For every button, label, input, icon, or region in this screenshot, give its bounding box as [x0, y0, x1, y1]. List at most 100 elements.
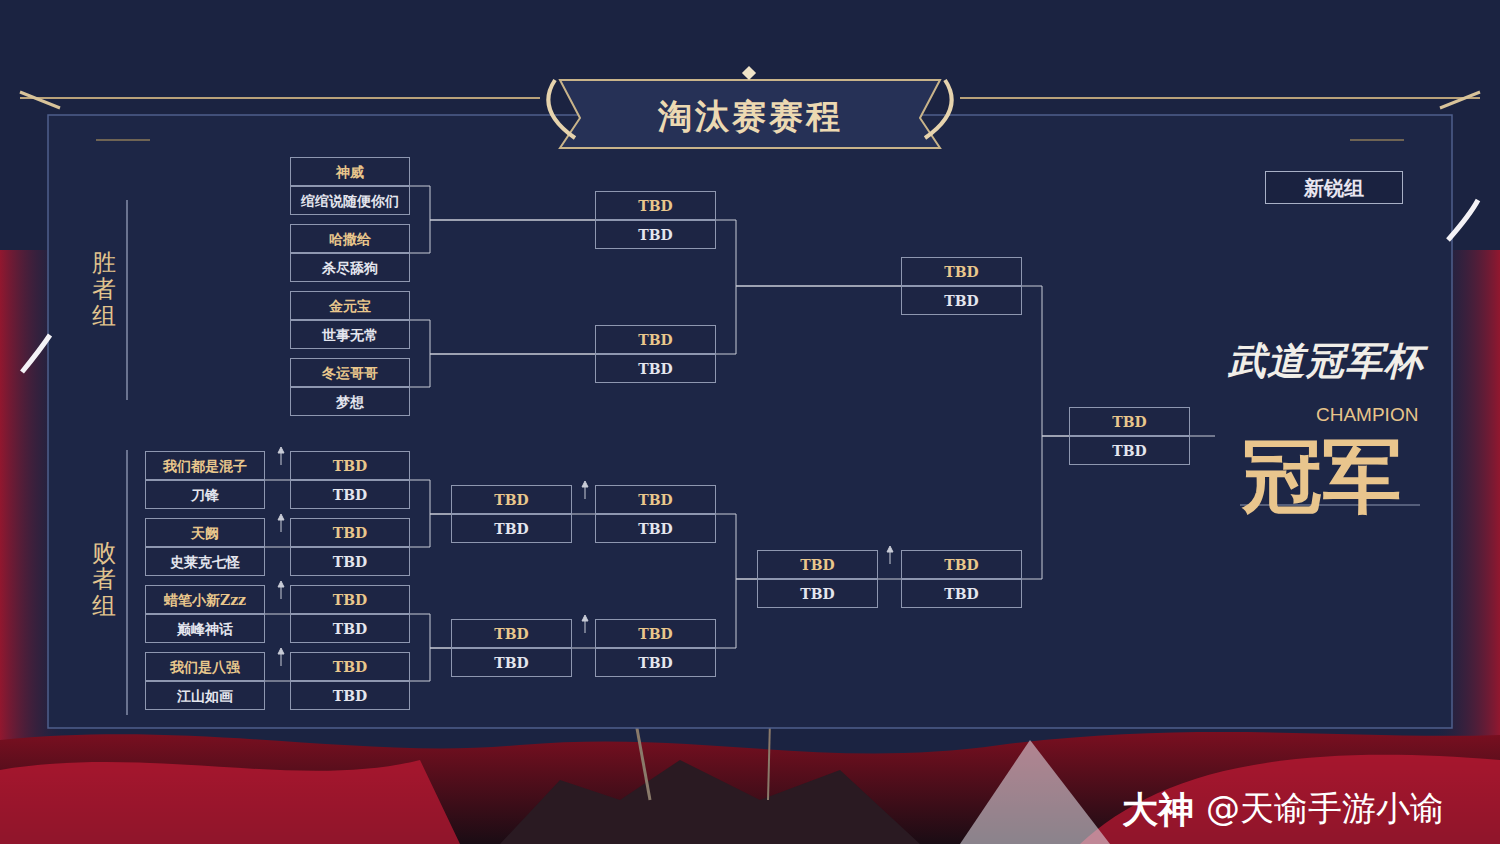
cell-text: 我们都是混子 [163, 459, 247, 473]
bracket-cell: 哈撒给 [290, 224, 410, 253]
bracket-line [572, 514, 595, 515]
bottom-band [0, 732, 1500, 844]
cell-text: TBD [494, 656, 528, 670]
cell-text: TBD [800, 558, 834, 572]
bracket-cell: TBD [595, 514, 716, 543]
title-banner [560, 80, 940, 148]
bracket-cell: 史莱克七怪 [145, 547, 265, 576]
cell-text: TBD [333, 593, 367, 607]
bracket-line [572, 648, 595, 649]
bracket-line [1022, 286, 1069, 436]
red-wave [0, 760, 460, 844]
cell-text: 史莱克七怪 [170, 555, 240, 569]
red-wave [1080, 755, 1500, 844]
cell-text: TBD [800, 587, 834, 601]
cell-text: TBD [638, 228, 672, 242]
bracket-cell: 天阙 [145, 518, 265, 547]
cell-text: 世事无常 [322, 328, 378, 342]
feather [1448, 200, 1478, 240]
bracket-line [1022, 436, 1069, 579]
bracket-cell: 江山如画 [145, 681, 265, 710]
cell-text: TBD [638, 627, 672, 641]
bracket-cell: TBD [901, 579, 1022, 608]
bracket-cell: 刀锋 [145, 480, 265, 509]
bracket-cell: TBD [290, 585, 410, 614]
cell-text: 哈撒给 [329, 232, 371, 246]
cell-text: TBD [944, 587, 978, 601]
cell-text: TBD [494, 522, 528, 536]
bracket-cell: TBD [1069, 407, 1190, 436]
cell-text: 杀尽舔狗 [322, 261, 378, 275]
group-bar [126, 450, 128, 715]
bracket-cell: TBD [595, 220, 716, 249]
bracket-cell: TBD [451, 485, 572, 514]
cell-text: 天阙 [191, 526, 219, 540]
cell-text: TBD [638, 199, 672, 213]
bracket-cell: 我们是八强 [145, 652, 265, 681]
cell-text: 金元宝 [329, 299, 371, 313]
sword [768, 720, 770, 800]
cell-text: TBD [333, 459, 367, 473]
bracket-line [410, 514, 451, 547]
bracket-line [265, 480, 290, 481]
bracket-line [878, 579, 901, 580]
bracket-cell: 世事无常 [290, 320, 410, 349]
bracket-line [265, 681, 290, 682]
bracket-cell: TBD [451, 619, 572, 648]
bracket-cell: 蜡笔小新Zzz [145, 585, 265, 614]
cell-text: TBD [638, 493, 672, 507]
cell-text: TBD [333, 660, 367, 674]
bracket-cell: TBD [901, 257, 1022, 286]
bracket-cell: TBD [595, 648, 716, 677]
cell-text: TBD [333, 488, 367, 502]
cell-text: TBD [944, 558, 978, 572]
bracket-line [410, 320, 595, 354]
rocks [500, 760, 920, 844]
bracket-cell: 绾绾说随便你们 [290, 186, 410, 215]
bracket-line [410, 186, 595, 220]
lead-line [1190, 436, 1215, 437]
cell-text: TBD [333, 555, 367, 569]
bracket-line [265, 614, 290, 615]
bracket-cell: 巅峰神话 [145, 614, 265, 643]
cell-text: TBD [1112, 444, 1146, 458]
bracket-cell: TBD [290, 480, 410, 509]
group-label: 胜者组 [92, 250, 116, 329]
group-tag: 新锐组 [1265, 171, 1403, 204]
panel [48, 115, 1452, 728]
bracket-cell: TBD [290, 652, 410, 681]
bracket-cell: 我们都是混子 [145, 451, 265, 480]
champion-cn: 冠军 [1242, 428, 1402, 524]
bracket-cell: TBD [595, 191, 716, 220]
bracket-cell: TBD [290, 518, 410, 547]
bracket-cell: TBD [757, 550, 878, 579]
cell-text: TBD [638, 362, 672, 376]
bracket-line [716, 220, 901, 286]
bracket-cell: TBD [901, 286, 1022, 315]
cell-text: TBD [333, 526, 367, 540]
cell-text: 刀锋 [191, 488, 219, 502]
bracket-cell: TBD [290, 681, 410, 710]
bracket-cell: TBD [290, 614, 410, 643]
cell-text: TBD [944, 294, 978, 308]
bracket-cell: 冬运哥哥 [290, 358, 410, 387]
cell-text: TBD [1112, 415, 1146, 429]
bracket-cell: TBD [757, 579, 878, 608]
cell-text: 冬运哥哥 [322, 366, 378, 380]
drop-arrows [278, 447, 893, 666]
bracket-line [410, 480, 451, 514]
bracket-cell: TBD [595, 325, 716, 354]
cup-name: 武道冠军杯 [1228, 336, 1423, 387]
bracket-line [410, 614, 451, 648]
title-gem [742, 66, 756, 80]
cell-text: TBD [494, 627, 528, 641]
bracket-line [410, 354, 595, 387]
bracket-line [410, 648, 451, 681]
bracket-cell: TBD [901, 550, 1022, 579]
bracket-line [716, 286, 901, 354]
feather [22, 335, 50, 372]
bracket-cell: TBD [290, 547, 410, 576]
watermark: 大神 [1122, 786, 1194, 835]
cell-text: TBD [494, 493, 528, 507]
cell-text: 巅峰神话 [177, 622, 233, 636]
